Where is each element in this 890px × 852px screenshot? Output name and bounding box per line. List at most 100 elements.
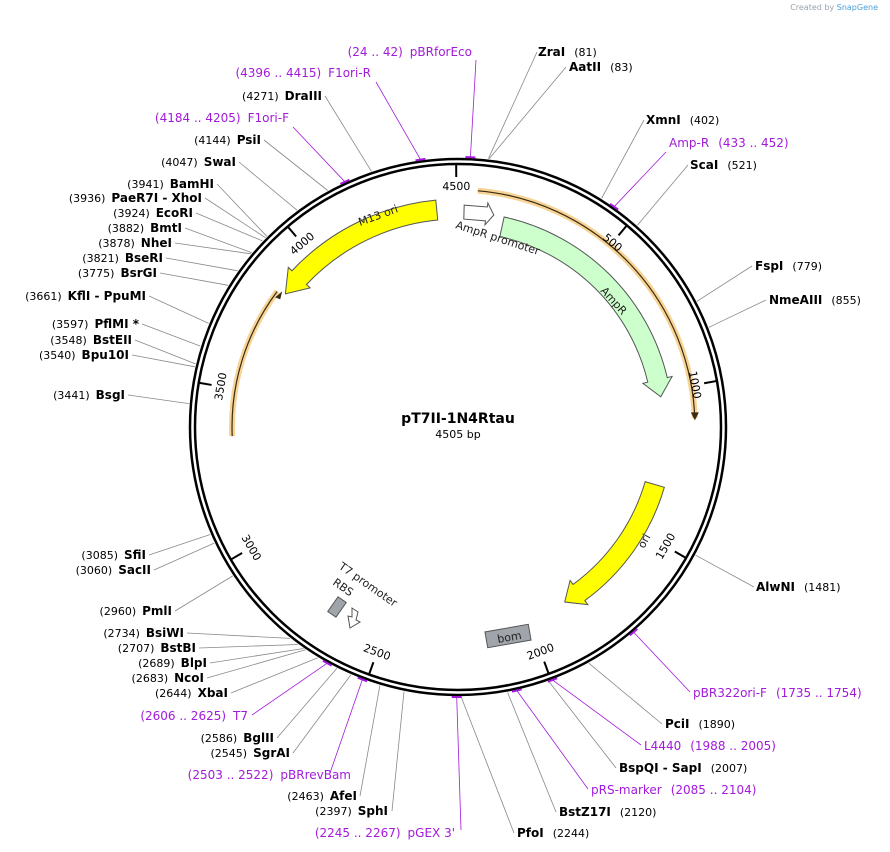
primer-site-44 [511,688,522,693]
enzyme-sacii-label: (3060)SacII [76,563,151,577]
leader-line-18 [198,644,299,649]
leader-line-38 [470,59,477,158]
enzyme-bstz17i-label: BstZ17I(2120) [559,805,656,819]
leader-line-31 [184,227,252,254]
enzyme-bsgi-label: (3441)BsgI [53,388,125,402]
enzyme-bseri-label: (3821)BseRI [82,251,163,265]
enzyme-alwni-label: AlwNI(1481) [756,580,841,594]
primer-site-40 [339,178,350,185]
plasmid-name: pT7II-1N4Rtau [401,411,515,427]
bom-box [484,623,532,649]
enzyme-ecori-label: (3924)EcoRI [113,206,193,220]
features-layer [229,187,699,649]
leader-line-17 [209,648,304,664]
enzyme-swai-label: (4047)SwaI [161,155,236,169]
credit-prefix: Created by [790,3,835,12]
leader-line-13 [292,674,352,754]
leader-line-41 [613,151,667,207]
enzyme-bspqi-sapi-label: BspQI - SapI(2007) [619,761,747,775]
enzyme-pfoi-label: PfoI(2244) [517,826,589,840]
tick-label-2000: 2000 [525,641,556,663]
leader-line-33 [204,197,266,239]
tick-4000 [286,225,297,238]
tick-label-3000: 3000 [238,532,263,563]
t7-promoter-arrow [347,607,362,629]
tick-1000 [703,379,718,385]
leader-line-40 [292,126,346,183]
leader-line-16 [206,649,306,679]
leader-line-15 [230,657,318,694]
enzyme-draiii-label: (4271)DraIII [242,89,322,103]
primer-t7-label: (2606 .. 2625)T7 [140,709,248,723]
enzyme-xmni-label: XmnI(402) [646,113,719,127]
enzyme-nmeaiii-label: NmeAIII(855) [769,293,861,307]
enzyme-bsiwi-label: (2734)BsiWI [103,626,184,640]
leader-line-2 [601,119,645,199]
leader-line-22 [148,534,211,556]
primer-site-43 [547,677,558,683]
enzyme-psii-label: (4144)PsiI [194,133,261,147]
leader-line-35 [238,161,298,211]
enzyme-afei-label: (2463)AfeI [287,789,357,803]
ampr-arrow [499,216,674,398]
ampr-promoter-arrow [463,201,495,227]
leader-line-10 [460,696,515,834]
leader-line-3 [637,164,689,226]
tick-label-2500: 2500 [362,642,393,664]
primer-pbr322ori-f-label: pBR322ori-F(1735 .. 1754) [693,686,862,700]
leader-line-42 [633,631,691,693]
primer-site-47 [322,659,333,667]
tick-3000 [230,552,243,561]
tick-500 [617,224,628,237]
enzyme-sgrai-label: (2545)SgrAI [211,746,290,760]
enzyme-bamhi-label: (3941)BamHI [127,177,214,191]
leader-line-44 [516,690,589,790]
primer-pgex3-label: (2245 .. 2267)pGEX 3' [315,826,455,840]
leader-line-46 [329,679,363,774]
enzyme-bglii-label: (2586)BglII [201,731,274,745]
leader-line-19 [186,632,291,639]
tick-label-1500: 1500 [653,531,678,562]
ori-arrow [564,481,665,606]
enzyme-bsrgi-label: (3775)BsrGI [78,266,157,280]
leader-line-8 [548,681,617,769]
leader-line-6 [695,554,755,588]
leader-line-30 [174,242,251,255]
leader-line-37 [324,95,372,172]
leader-line-39 [375,81,421,160]
leader-line-28 [159,272,229,286]
leader-line-25 [134,339,196,365]
leader-line-27 [148,295,209,324]
m13-ori-arrow [284,199,439,295]
enzyme-scai-label: ScaI(521) [690,158,757,172]
primer-site-41 [609,202,619,211]
leader-line-20 [174,575,234,612]
primer-l4440-label: L4440(1988 .. 2005) [644,739,776,753]
orf-arc-left-glow [229,289,280,437]
enzyme-pmli-label: (2960)PmlI [100,604,172,618]
leader-line-11 [391,691,405,812]
credit-brand: SnapGene [836,3,878,12]
leader-line-29 [165,257,238,272]
tick-label-3500: 3500 [212,372,230,402]
enzyme-xbai-label: (2644)XbaI [155,686,228,700]
leader-line-43 [552,679,642,746]
leader-line-1 [488,66,567,160]
enzyme-blpi-label: (2689)BlpI [138,656,207,670]
primer-f1ori-f-label: (4184 .. 4205)F1ori-F [155,111,289,125]
orf-arc-left [231,291,278,437]
enzyme-kfli-ppumi-label: (3661)KflI - PpuMI [25,289,146,303]
bom-label: bom [496,629,522,646]
tick-1500 [674,550,687,559]
primer-prs-marker-label: pRS-marker(2085 .. 2104) [591,783,756,797]
enzyme-zrai-label: ZraI(81) [538,45,597,59]
enzyme-sphi-label: (2397)SphI [315,804,388,818]
leader-line-36 [263,139,328,191]
leader-line-45 [456,696,462,831]
leader-line-9 [507,692,557,813]
leader-line-5 [708,299,767,328]
primer-f1ori-r-label: (4396 .. 4415)F1ori-R [235,66,371,80]
backbone-outer [188,157,728,697]
orf-arc-right-tip [690,412,699,421]
